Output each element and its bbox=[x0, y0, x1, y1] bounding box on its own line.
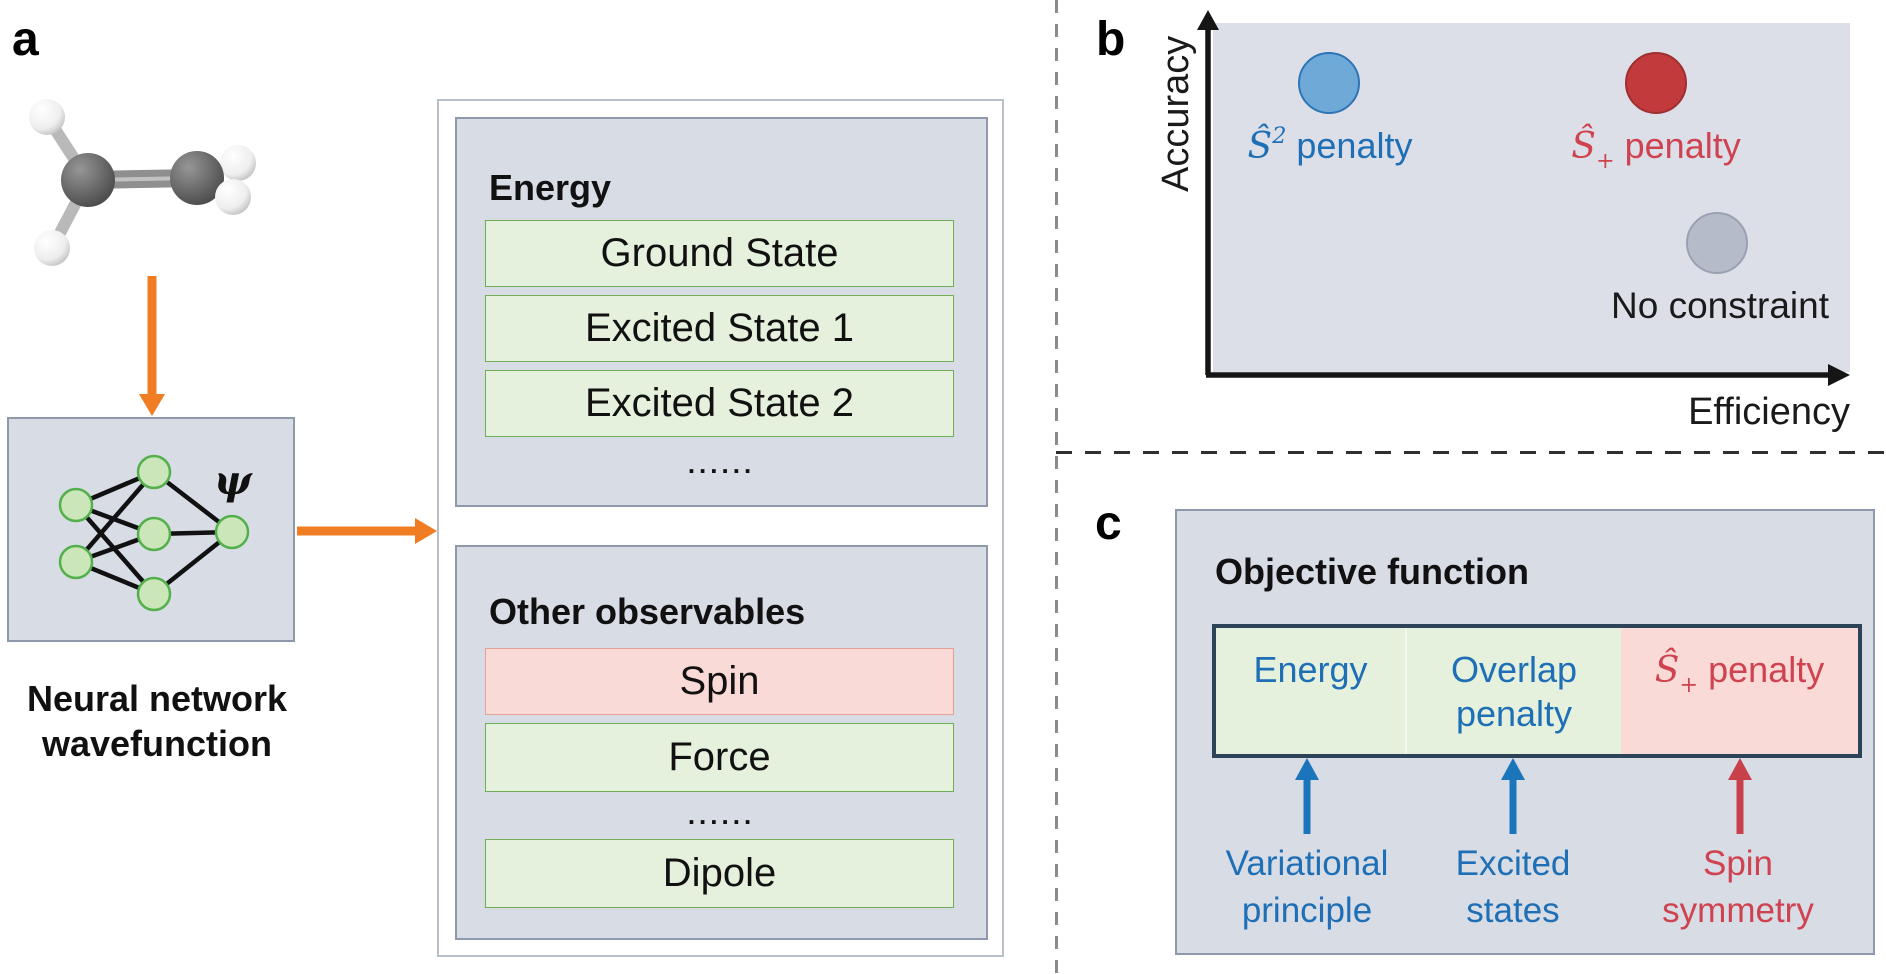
observables-panel-title: Other observables bbox=[489, 591, 806, 632]
objective-box: Energy Overlap penalty Ŝ+ penalty bbox=[1212, 624, 1862, 758]
spin-symmetry-label: Spin symmetry bbox=[1662, 844, 1814, 930]
panel-a-label: a bbox=[12, 13, 39, 66]
x-axis-label: Efficiency bbox=[1688, 391, 1850, 433]
energy-ellipsis: ...... bbox=[687, 449, 756, 479]
y-axis-arrowhead bbox=[1197, 10, 1219, 30]
overlap-penalty-term: Overlap penalty bbox=[1407, 628, 1621, 754]
observables-panel: Other observables Spin Force ...... Dipo… bbox=[455, 545, 988, 940]
vertical-dashed-divider bbox=[1055, 0, 1058, 974]
splus-penalty-point bbox=[1625, 52, 1687, 114]
excited-states-label: Excited states bbox=[1455, 844, 1571, 930]
ground-state-row: Ground State bbox=[485, 220, 954, 287]
orange-down-arrow bbox=[139, 276, 165, 416]
neural-network-graphic bbox=[58, 454, 250, 612]
nn-caption-line1: Neural network bbox=[26, 678, 288, 719]
plot-axes bbox=[1197, 10, 1850, 386]
spin-label: Spin bbox=[679, 659, 760, 703]
variational-arrow bbox=[1295, 758, 1319, 834]
spin-symmetry-arrow bbox=[1728, 758, 1752, 834]
s-hat-symbol: Ŝ+ bbox=[1571, 126, 1615, 175]
nn-caption-line2: wavefunction bbox=[41, 723, 273, 764]
excited-state-2-label: Excited State 2 bbox=[584, 381, 855, 425]
s-hat-symbol: Ŝ+ bbox=[1654, 650, 1699, 699]
energy-panel-title: Energy bbox=[489, 167, 612, 208]
variational-principle-label: Variational principle bbox=[1225, 844, 1389, 930]
x-axis-arrowhead bbox=[1828, 364, 1850, 386]
panel-b-label: b bbox=[1096, 13, 1126, 66]
carbon-atom bbox=[61, 153, 115, 207]
splus-penalty-term: Ŝ+ penalty bbox=[1621, 628, 1858, 754]
no-constraint-point bbox=[1686, 212, 1748, 274]
panel-c-label: c bbox=[1095, 497, 1122, 550]
splus-penalty-term-label: Ŝ+ penalty bbox=[1654, 649, 1825, 699]
force-row: Force bbox=[485, 723, 954, 792]
results-outer-box: Energy Ground State Excited State 1 Exci… bbox=[437, 99, 1004, 957]
objective-function-panel: Objective function Energy Overlap penalt… bbox=[1175, 509, 1875, 955]
s2-penalty-label: Ŝ2 penalty bbox=[1247, 123, 1413, 167]
excited-states-arrow bbox=[1501, 758, 1525, 834]
overlap-penalty-label: Overlap penalty bbox=[1450, 649, 1578, 734]
dipole-label: Dipole bbox=[662, 851, 777, 895]
no-constraint-label: No constraint bbox=[1611, 285, 1829, 326]
excited-state-2-row: Excited State 2 bbox=[485, 370, 954, 437]
molecule-graphic bbox=[29, 99, 256, 266]
hydrogen-atom bbox=[29, 99, 65, 135]
neural-network-box: ψ bbox=[7, 417, 295, 642]
splus-penalty-label: Ŝ+ penalty bbox=[1571, 125, 1741, 175]
orange-right-arrow bbox=[297, 518, 437, 544]
network-node bbox=[58, 487, 94, 523]
psi-symbol: ψ bbox=[214, 457, 252, 504]
horizontal-dashed-divider bbox=[1056, 451, 1886, 454]
energy-panel: Energy Ground State Excited State 1 Exci… bbox=[455, 117, 988, 507]
ground-state-label: Ground State bbox=[600, 231, 839, 275]
observables-ellipsis: ...... bbox=[687, 800, 756, 830]
energy-term: Energy bbox=[1216, 628, 1407, 754]
force-label: Force bbox=[668, 735, 771, 779]
dipole-row: Dipole bbox=[485, 839, 954, 908]
spin-row: Spin bbox=[485, 648, 954, 715]
y-axis-label: Accuracy bbox=[1155, 35, 1197, 192]
energy-term-label: Energy bbox=[1253, 649, 1368, 690]
excited-state-1-label: Excited State 1 bbox=[584, 306, 855, 350]
excited-state-1-row: Excited State 1 bbox=[485, 295, 954, 362]
s2-penalty-point bbox=[1298, 52, 1360, 114]
nn-caption: Neural network wavefunction bbox=[0, 676, 322, 766]
objective-function-title: Objective function bbox=[1215, 551, 1530, 592]
s-hat-symbol: Ŝ2 bbox=[1247, 123, 1287, 167]
